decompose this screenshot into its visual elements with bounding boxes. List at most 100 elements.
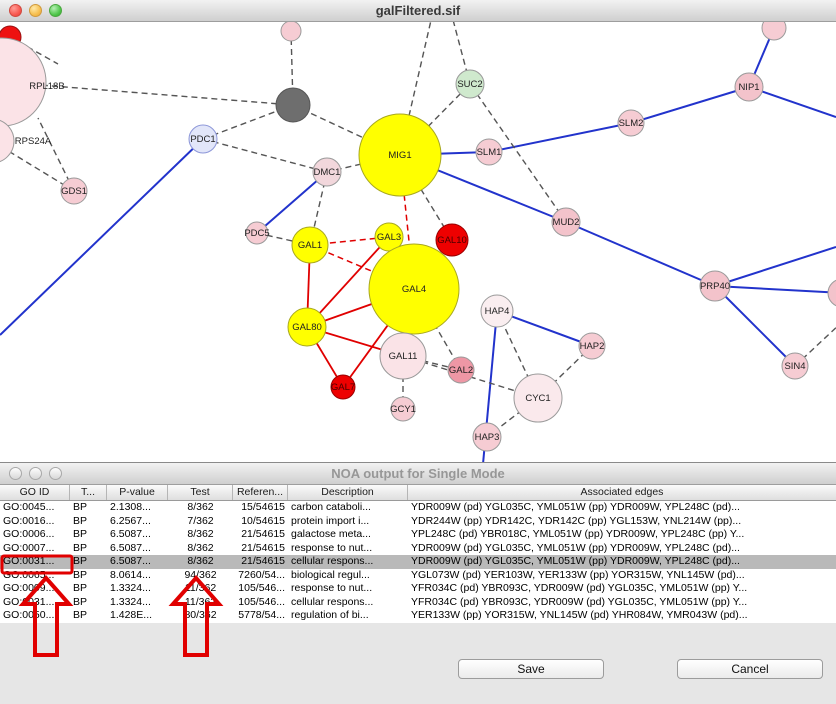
graph-node-GCY1[interactable]: GCY1 <box>390 396 416 422</box>
graph-node-n-gray[interactable] <box>275 87 311 123</box>
graph-node-GAL4[interactable]: GAL4 <box>368 243 460 335</box>
close-button[interactable] <box>9 4 22 17</box>
graph-node-label: HAP4 <box>485 306 510 317</box>
cancel-button[interactable]: Cancel <box>677 659 823 679</box>
table-cell: 8/362 <box>187 501 214 513</box>
table-cell: GO:0065... <box>3 568 55 581</box>
table-cell: BP <box>73 582 88 594</box>
table-cell: response to nut... <box>291 582 373 594</box>
graph-node-DMC1[interactable]: DMC1 <box>312 157 342 187</box>
graph-node-MUD2[interactable]: MUD2 <box>551 207 581 237</box>
table-cell: 94/362 <box>184 568 217 581</box>
graph-node-PDC5[interactable]: PDC5 <box>244 221 270 245</box>
graph-node-GAL1[interactable]: GAL1 <box>291 226 329 264</box>
close-button[interactable] <box>9 467 22 480</box>
table-cell: 5778/54... <box>238 609 285 621</box>
table-cell: 6.5087... <box>110 528 151 540</box>
graph-node-label: GAL80 <box>292 322 322 333</box>
graph-edge <box>1 81 294 106</box>
graph-node-label: NIP1 <box>738 82 759 93</box>
graph-node-MIG1[interactable]: MIG1 <box>358 113 442 197</box>
graph-node-GAL80[interactable]: GAL80 <box>287 307 327 347</box>
graph-node-GAL7[interactable]: GAL7 <box>330 374 356 400</box>
graph-node-PRP40[interactable]: PRP40 <box>699 270 731 302</box>
graph-edge <box>748 86 836 118</box>
table-cell: GO:0031... <box>3 595 55 608</box>
table-cell: GO:0009... <box>3 582 55 594</box>
column-header-referen-[interactable]: Referen... <box>233 485 288 500</box>
graph-edge <box>399 83 471 156</box>
table-cell: response to nut... <box>291 541 373 554</box>
graph-node-GAL2[interactable]: GAL2 <box>447 356 475 384</box>
table-cell: 6.2567... <box>110 514 151 527</box>
window-title: galFiltered.sif <box>375 3 461 18</box>
column-header-test[interactable]: Test <box>168 485 233 500</box>
table-cell: 1.3324... <box>110 582 151 594</box>
minimize-button[interactable] <box>29 4 42 17</box>
graph-node-label: HAP2 <box>580 341 605 352</box>
graph-edge <box>9 36 59 65</box>
table-cell: 80/362 <box>184 609 217 621</box>
column-header-t-[interactable]: T... <box>70 485 107 500</box>
graph-node-n-top1[interactable] <box>280 22 302 42</box>
graph-node-label: GAL11 <box>389 351 418 362</box>
column-header-associated-edges[interactable]: Associated edges <box>580 486 664 498</box>
column-header-go-id[interactable]: GO ID <box>0 485 70 500</box>
table-cell: 11/362 <box>184 582 217 594</box>
graph-node-RPS24A[interactable]: RPS24A <box>0 119 52 163</box>
graph-edge <box>37 117 75 192</box>
traffic-lights-inactive <box>9 467 62 480</box>
table-cell: BP <box>73 568 88 581</box>
graph-edge <box>714 285 796 367</box>
graph-node-NIP1[interactable]: NIP1 <box>734 72 764 102</box>
graph-node-HAP4[interactable]: HAP4 <box>480 294 514 328</box>
graph-edge <box>714 285 836 294</box>
graph-node-n-top2[interactable] <box>761 22 787 41</box>
table-cell: BP <box>73 609 88 621</box>
table-cell: 8/362 <box>187 528 214 540</box>
noa-window-titlebar[interactable]: NOA output for Single Mode <box>0 463 836 485</box>
table-cell: 7260/54... <box>238 568 285 581</box>
table-cell: BP <box>73 514 88 527</box>
graph-node-RPL18B[interactable]: RPL18B <box>0 37 65 127</box>
graph-node-SUC2[interactable]: SUC2 <box>455 69 485 99</box>
column-header-description[interactable]: Description <box>288 485 408 500</box>
graph-node-GDS1[interactable]: GDS1 <box>60 177 88 205</box>
graph-node-SLM2[interactable]: SLM2 <box>617 109 645 137</box>
graph-node-label: HAP3 <box>475 432 500 443</box>
zoom-button[interactable] <box>49 467 62 480</box>
graph-edge <box>0 138 204 336</box>
save-button[interactable]: Save <box>458 659 604 679</box>
table-cell: carbon cataboli... <box>291 501 371 513</box>
table-cell: GO:0007... <box>3 541 55 554</box>
graph-node-HAP2[interactable]: HAP2 <box>578 332 606 360</box>
graph-node-GAL11[interactable]: GAL11 <box>379 332 427 380</box>
graph-node-HAP3[interactable]: HAP3 <box>472 422 502 452</box>
network-window-titlebar[interactable]: galFiltered.sif <box>0 0 836 22</box>
table-cell: 6.5087... <box>110 555 151 567</box>
graph-node-PDC1[interactable]: PDC1 <box>188 124 218 154</box>
graph-node-GAL10[interactable]: GAL10 <box>435 223 469 257</box>
graph-node-SIN4[interactable]: SIN4 <box>781 352 809 380</box>
graph-node-SLM1[interactable]: SLM1 <box>475 138 503 166</box>
column-header-p-value[interactable]: P-value <box>107 485 168 500</box>
graph-node-n-right[interactable] <box>827 279 836 307</box>
zoom-button[interactable] <box>49 4 62 17</box>
graph-node-CYC1[interactable]: CYC1 <box>513 373 563 423</box>
table-cell: YGL073W (pd) YER103W, YER133W (pp) YOR31… <box>411 568 745 581</box>
graph-node-label: SIN4 <box>784 361 805 372</box>
graph-node-label: DMC1 <box>314 167 341 178</box>
minimize-button[interactable] <box>29 467 42 480</box>
